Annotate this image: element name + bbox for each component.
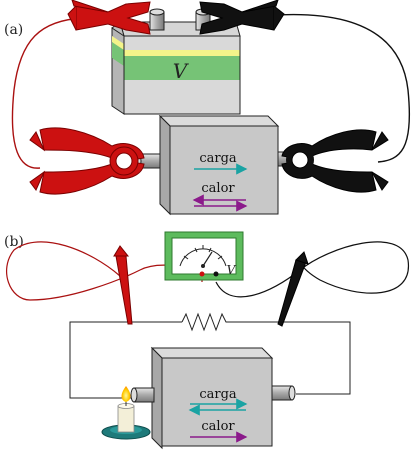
voltmeter-red-jack	[199, 271, 205, 277]
carga-label-b: carga	[199, 387, 237, 402]
red-probe-icon	[113, 245, 133, 325]
black-clip-top	[199, 0, 285, 35]
black-wire-a	[261, 13, 410, 163]
circuit-loop	[69, 312, 351, 399]
resistor-icon	[181, 312, 230, 332]
box-b-terminal-right	[271, 385, 296, 401]
voltmeter-black-jack	[213, 271, 219, 277]
panel-b-label: (b)	[4, 234, 24, 250]
panel-a-label: (a)	[4, 22, 23, 38]
calor-label-a: calor	[201, 181, 235, 196]
black-clip-right	[281, 129, 389, 193]
panel-b: (b)	[4, 231, 409, 450]
red-clip-left	[29, 127, 145, 195]
red-clip-top	[67, 0, 151, 35]
calor-label-b: calor	[201, 419, 235, 434]
black-wire-b	[215, 241, 409, 298]
voltmeter-icon: V	[164, 231, 244, 281]
voltmeter-symbol: V	[227, 263, 237, 277]
device-box-a: carga calor	[158, 114, 280, 216]
battery: V	[111, 8, 241, 115]
device-box-b: carga calor	[150, 346, 274, 450]
black-probe-icon	[277, 251, 309, 327]
box-b-terminal-left	[130, 387, 155, 403]
panel-a: (a) V	[4, 0, 410, 216]
red-wire-a	[11, 17, 85, 169]
voltmeter-needle	[202, 251, 213, 267]
carga-label-a: carga	[199, 151, 237, 166]
candle-flame	[121, 386, 131, 402]
battery-terminal-positive	[149, 8, 165, 31]
battery-symbol: V	[173, 59, 190, 83]
candle-icon	[101, 386, 151, 440]
red-wire-b	[5, 241, 203, 301]
